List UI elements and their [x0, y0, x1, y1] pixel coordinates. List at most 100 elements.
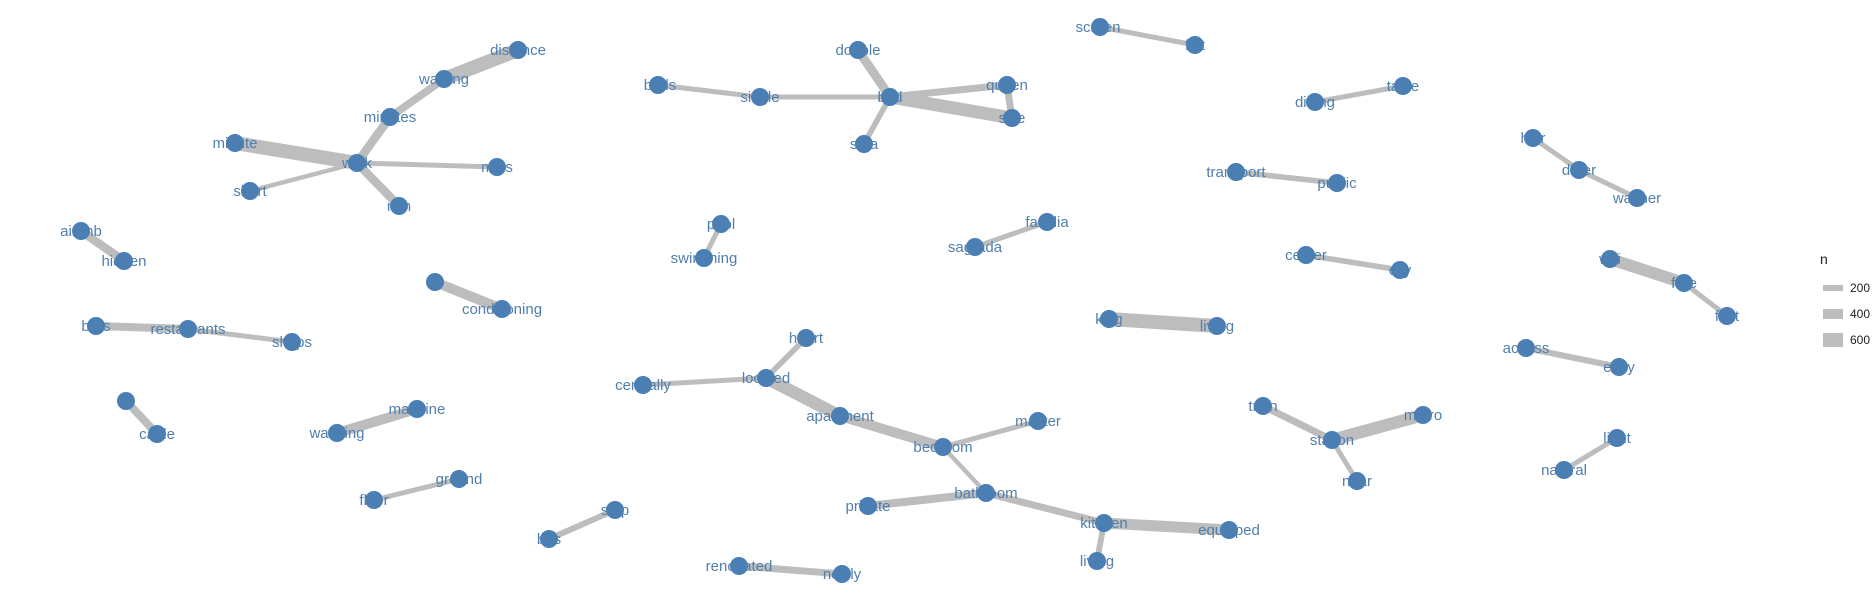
edge-dining-table: [1314, 83, 1404, 105]
node-equipped: [1220, 521, 1238, 539]
node-label-easy: easy: [1603, 359, 1635, 376]
node-label-cable: cable: [139, 426, 175, 443]
node-label-bed: bed: [877, 89, 902, 106]
node-label-near: near: [1342, 473, 1372, 490]
node-tv: [117, 392, 135, 410]
node-label-fast: fast: [1715, 308, 1740, 325]
node-dining: [1306, 93, 1324, 111]
node-label-walk: walk: [341, 155, 373, 172]
node-natural: [1555, 461, 1573, 479]
node-label-machine: machine: [389, 401, 446, 418]
node-label-mins: mins: [481, 159, 513, 176]
node-heart: [797, 329, 815, 347]
edge-private-bathroom: [867, 489, 987, 510]
node-label-free: free: [1671, 275, 1697, 292]
edge-centrally-located: [642, 375, 767, 388]
node-machine: [408, 400, 426, 418]
edge-free-fast: [1682, 281, 1729, 318]
node-bathroom: [977, 484, 995, 502]
edge-access-easy: [1525, 345, 1620, 370]
node-label-beds: beds: [644, 77, 677, 94]
node-size: [1003, 109, 1021, 127]
node-label-transport: transport: [1206, 164, 1266, 181]
node-label-double: double: [835, 42, 880, 59]
node-train: [1254, 397, 1272, 415]
node-bed: [881, 88, 899, 106]
node-label-centrally: centrally: [615, 377, 671, 394]
node-renovated: [730, 557, 748, 575]
node-pool: [712, 215, 730, 233]
node-transport: [1227, 163, 1245, 181]
node-apartment: [831, 407, 849, 425]
node-label-flat: flat: [1185, 37, 1206, 54]
node-label-located: located: [742, 370, 790, 387]
node-label-table: table: [1387, 78, 1420, 95]
node-hidden: [115, 252, 133, 270]
edge-apartment-bedroom: [838, 411, 945, 452]
node-located: [757, 369, 775, 387]
edge-stop-bus: [547, 507, 617, 542]
node-label-bus: bus: [537, 531, 561, 548]
node-label-washer: washer: [1612, 190, 1661, 207]
node-master: [1029, 412, 1047, 430]
node-access: [1517, 339, 1535, 357]
node-table: [1394, 77, 1412, 95]
node-label-living: living: [1200, 318, 1234, 335]
node-label-metro: metro: [1404, 407, 1442, 424]
node-label-train: train: [1248, 398, 1277, 415]
node-public: [1328, 174, 1346, 192]
node-label-newly: newly: [823, 566, 862, 583]
node-walk: [348, 154, 366, 172]
node-label-hair: hair: [1520, 130, 1545, 147]
node-washer: [1628, 189, 1646, 207]
node-hair: [1524, 129, 1542, 147]
node-label-minute: minute: [212, 135, 257, 152]
edge-located-apartment: [763, 372, 843, 422]
node-flat: [1186, 36, 1204, 54]
node-label-hidden: hidden: [101, 253, 146, 270]
node-label-short: short: [233, 183, 267, 200]
node-city: [1391, 261, 1409, 279]
node-label-access: access: [1503, 340, 1550, 357]
edge-bathroom-kitchen: [985, 489, 1105, 527]
node-label-private: private: [845, 498, 890, 515]
legend-label-600: 600: [1850, 333, 1870, 347]
node-label-sagrada: sagrada: [948, 239, 1003, 256]
node-label-restaurants: restaurants: [150, 321, 225, 338]
node-floor: [365, 491, 383, 509]
nodes-layer: [72, 18, 1736, 583]
node-washing: [328, 424, 346, 442]
node-metro: [1414, 406, 1432, 424]
node-label-renovated: renovated: [706, 558, 773, 575]
node-living: [1208, 317, 1226, 335]
legend-label-200: 200: [1850, 281, 1870, 295]
edge-renovated-newly: [738, 562, 843, 578]
node-easy: [1610, 358, 1628, 376]
node-label-queen: queen: [986, 77, 1028, 94]
node-label-minutes: minutes: [364, 109, 417, 126]
node-fast: [1718, 307, 1736, 325]
node-label-natural: natural: [1541, 462, 1587, 479]
legend-title: n: [1820, 251, 1828, 267]
edge-machine-washing: [335, 404, 419, 438]
edge-bars-restaurants: [95, 322, 189, 333]
node-cable: [148, 425, 166, 443]
node-bars: [87, 317, 105, 335]
edge-screen-flat: [1099, 24, 1196, 48]
node-living2: [1088, 552, 1106, 570]
edges-layer: [78, 24, 1729, 578]
node-label-min: min: [387, 198, 411, 215]
edge-king-living: [1108, 312, 1218, 333]
node-sofa: [855, 135, 873, 153]
edge-distance-walking: [441, 43, 521, 86]
node-distance: [509, 41, 527, 59]
node-label-tv: tv: [120, 393, 132, 410]
node-restaurants: [179, 320, 197, 338]
node-label-center: center: [1285, 247, 1327, 264]
node-label-floor: floor: [359, 492, 388, 509]
node-label-dryer: dryer: [1562, 162, 1596, 179]
node-queen: [998, 76, 1016, 94]
